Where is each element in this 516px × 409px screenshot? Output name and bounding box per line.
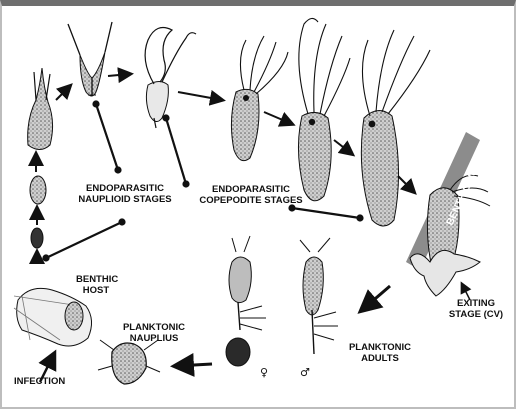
copepodite-stage-1 — [145, 28, 196, 128]
copepodite-stage-4 — [361, 30, 430, 226]
nauplioid-stage-1 — [31, 228, 43, 248]
nauplioid-stage-2 — [30, 176, 46, 204]
planktonic-nauplius-label: PLANKTONIC NAUPLIUS — [112, 322, 196, 344]
exiting-stage-label: EXITING STAGE (CV) — [440, 298, 512, 320]
naupliar-stages-label: ENDOPARASITIC NAUPLIOID STAGES — [70, 183, 180, 205]
infection-label: INFECTION — [14, 376, 74, 387]
nauplioid-stage-3 — [28, 68, 53, 150]
planktonic-adult-male — [300, 238, 338, 354]
copepodite-stage-2 — [231, 36, 288, 161]
copepodite-stage-3 — [298, 18, 350, 200]
female-symbol: ♀ — [260, 366, 268, 379]
nauplioid-stage-4 — [68, 22, 112, 96]
planktonic-adult-female — [226, 236, 266, 366]
planktonic-nauplius — [98, 340, 160, 384]
planktonic-adults-label: PLANKTONIC ADULTS — [344, 342, 416, 364]
benthic-host-bottom — [14, 288, 92, 346]
male-symbol: ♂ — [300, 366, 310, 379]
benthic-host-label: BENTHIC HOST — [76, 274, 116, 296]
copepodite-stages-label: ENDOPARASITIC COPEPODITE STAGES — [186, 184, 316, 206]
